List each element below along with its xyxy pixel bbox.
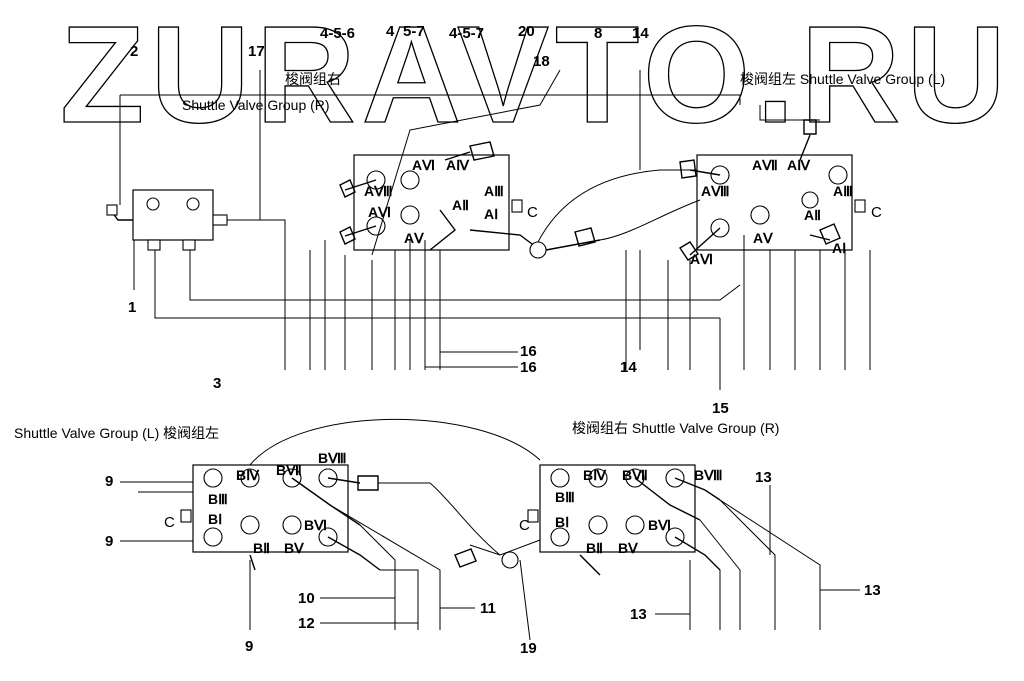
port-label: AⅥ: [368, 204, 391, 220]
callout-9-a: 9: [105, 473, 113, 490]
callout-14-top: 14: [632, 25, 649, 42]
callout-13-a: 13: [755, 469, 772, 486]
callout-18: 18: [533, 53, 550, 70]
pipe-lines-bottom: [120, 418, 860, 641]
port-label: AⅥ: [690, 251, 713, 267]
shuttle-valve-group-top-l: [679, 119, 866, 261]
port-label: AⅡ: [452, 197, 469, 213]
port-label: BⅢ: [208, 491, 228, 507]
callout-16-b: 16: [520, 359, 537, 376]
port-label: C: [164, 514, 175, 531]
port-label: BⅧ: [694, 467, 723, 483]
title-top-right-cn: 梭阀组右: [285, 71, 341, 87]
port-label: AⅤ: [404, 230, 424, 246]
port-label: C: [527, 204, 538, 221]
port-label: BⅣ: [236, 467, 260, 483]
port-label: AⅢ: [833, 183, 853, 199]
callout-20: 20: [518, 23, 535, 40]
port-label: BⅧ: [318, 450, 347, 466]
callout-2: 2: [130, 43, 138, 60]
port-label: C: [871, 204, 882, 221]
callout-13-b: 13: [630, 606, 647, 623]
port-label: BⅡ: [586, 540, 603, 556]
callout-15: 15: [712, 400, 729, 417]
port-label: BⅤ: [618, 540, 638, 556]
callout-1: 1: [128, 299, 136, 316]
port-label: AⅠ: [832, 240, 846, 256]
port-label: BⅦ: [622, 467, 648, 483]
callout-11: 11: [480, 600, 496, 617]
callout-5-7: 5-7: [403, 23, 425, 40]
port-label: AⅧ: [701, 183, 730, 199]
port-label: AⅢ: [484, 183, 504, 199]
callout-4: 4: [386, 23, 395, 40]
callout-14-bottom: 14: [620, 359, 637, 376]
port-label: BⅠ: [208, 511, 222, 527]
port-label: C: [519, 517, 530, 534]
port-label: AⅦ: [752, 157, 778, 173]
port-label: AⅠ: [484, 206, 498, 222]
callout-17: 17: [248, 43, 265, 60]
port-label: BⅡ: [253, 540, 270, 556]
callout-8: 8: [594, 25, 602, 42]
title-top-left: 梭阀组左 Shuttle Valve Group (L): [740, 71, 945, 87]
title-top-right-en: Shuttle Valve Group (R): [182, 97, 330, 113]
shuttle-valve-group-top-r: [339, 141, 541, 251]
callout-3: 3: [213, 375, 221, 392]
title-bottom-right: 梭阀组右 Shuttle Valve Group (R): [572, 420, 779, 436]
port-label: BⅤ: [284, 540, 304, 556]
callout-9-b: 9: [105, 533, 113, 550]
callout-19: 19: [520, 640, 537, 657]
callout-13-c: 13: [864, 582, 881, 599]
port-label: AⅤ: [753, 230, 773, 246]
port-label: BⅦ: [276, 462, 302, 478]
title-bottom-left: Shuttle Valve Group (L) 梭阀组左: [14, 425, 219, 441]
port-label: AⅡ: [804, 207, 821, 223]
port-label: BⅠ: [555, 514, 569, 530]
watermark-text: ZURAVTO.RU: [60, 0, 1012, 152]
callout-10: 10: [298, 590, 315, 607]
tee-fitting-top: [529, 241, 547, 259]
callout-4-5-6: 4-5-6: [320, 25, 355, 42]
port-label: AⅣ: [787, 157, 811, 173]
port-label: BⅣ: [583, 467, 607, 483]
port-label: AⅧ: [364, 183, 393, 199]
callout-12: 12: [298, 615, 315, 632]
port-label: AⅣ: [446, 157, 470, 173]
port-label: AⅥ: [412, 157, 435, 173]
control-valve-block: [106, 189, 228, 251]
port-label: BⅥ: [304, 517, 327, 533]
port-label: BⅥ: [648, 517, 671, 533]
pipe-lines-top: [119, 69, 871, 390]
callout-9-c: 9: [245, 638, 253, 655]
callout-16-a: 16: [520, 343, 537, 360]
shuttle-valve-group-bottom-r: [527, 464, 721, 576]
callout-4-5-7: 4-5-7: [449, 25, 484, 42]
port-label: BⅢ: [555, 489, 575, 505]
